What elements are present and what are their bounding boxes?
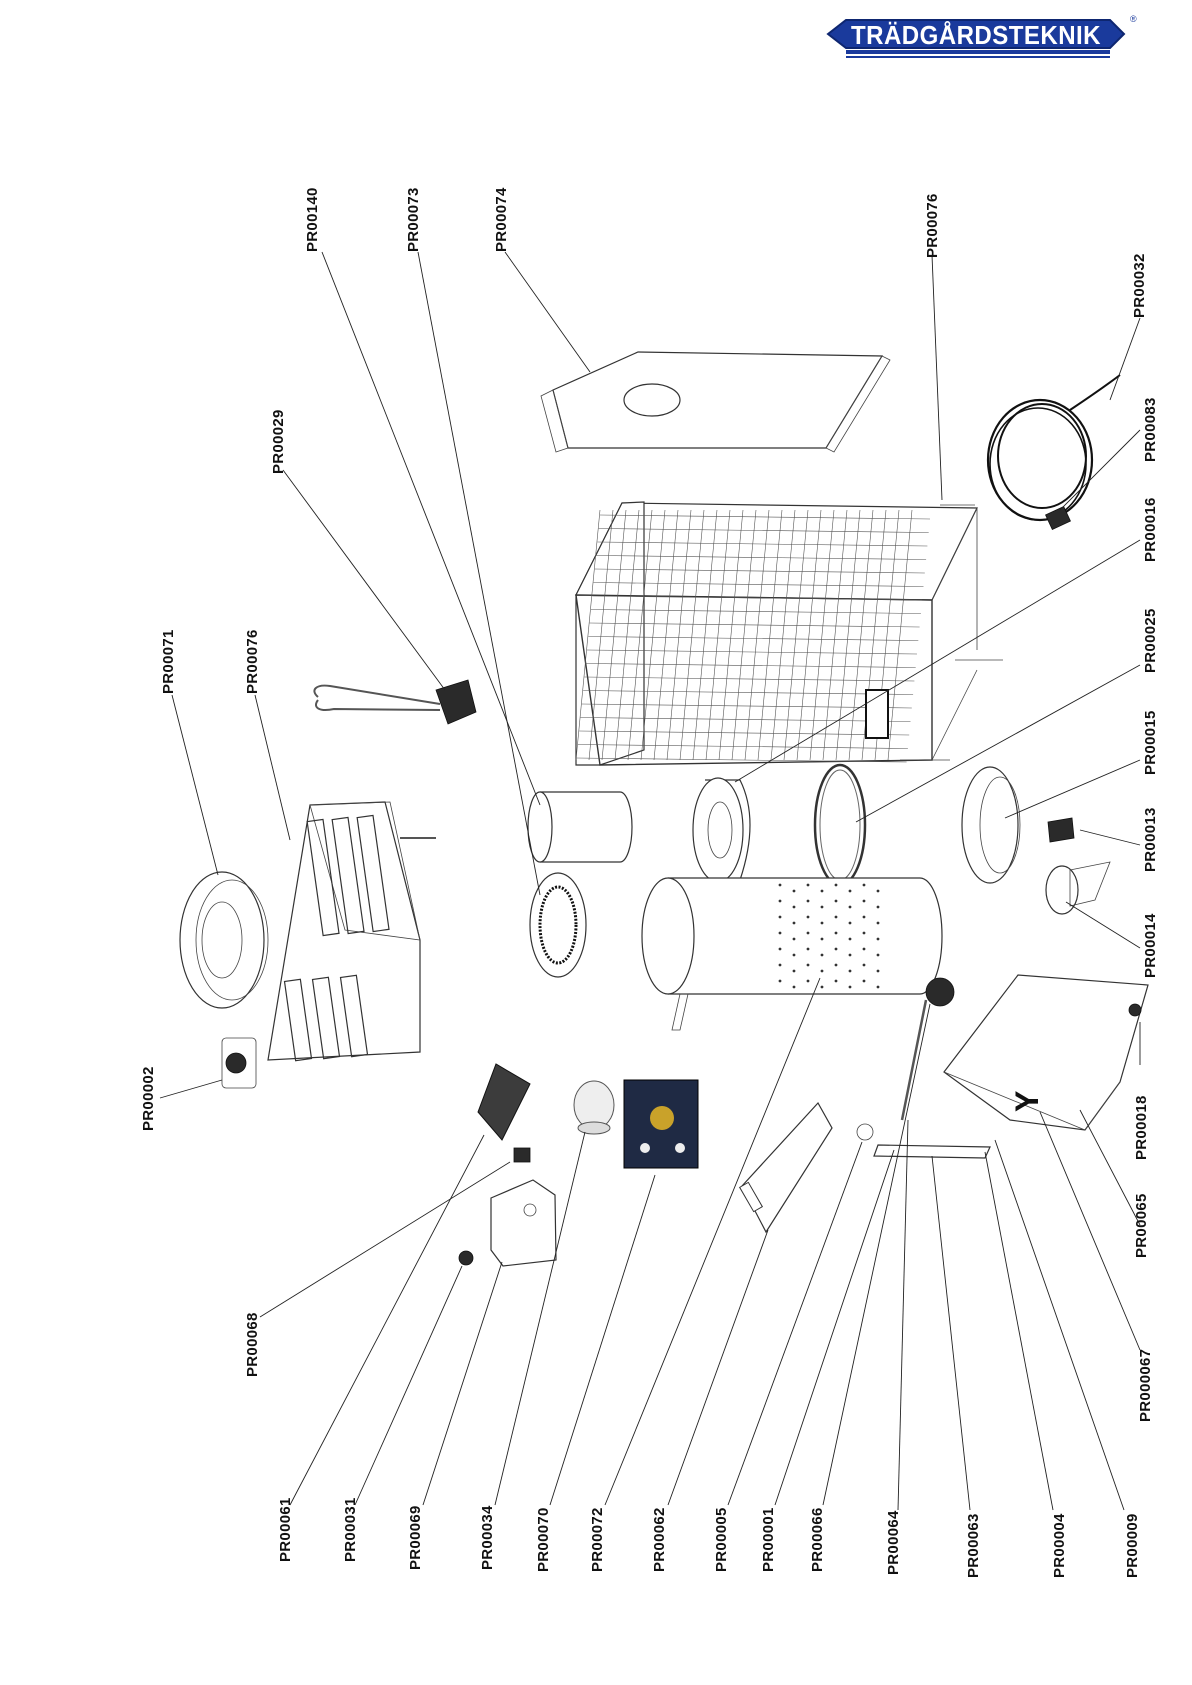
label-pr00068: PR00068 [244, 1312, 261, 1377]
label-pr00063: PR00063 [965, 1513, 982, 1578]
brand-logo: TRÄDGÅRDSTEKNIK ® [828, 14, 1137, 57]
chimney-collar-part [693, 778, 750, 882]
label-pr00140: PR00140 [304, 187, 321, 252]
label-pr00013: PR00013 [1142, 807, 1159, 872]
label-pr00001: PR00001 [760, 1507, 777, 1572]
burner-housing-part [180, 802, 436, 1061]
label-pr00069: PR00069 [407, 1505, 424, 1570]
circuit-board-part [478, 1064, 530, 1140]
label-pr00031: PR00031 [342, 1497, 359, 1562]
label-pr00066: PR00066 [809, 1507, 826, 1572]
label-pr00076-top: PR00076 [924, 193, 941, 258]
burner-rail-part [857, 1124, 990, 1158]
label-pr00004: PR00004 [1051, 1513, 1068, 1578]
label-pr00014: PR00014 [1142, 913, 1159, 978]
top-plate-part [541, 352, 890, 452]
label-pr00016: PR00016 [1142, 497, 1159, 562]
switch-part [514, 1148, 530, 1162]
cable-gland-part [574, 1081, 614, 1134]
tube-sleeve-part [528, 792, 632, 862]
label-pr00061: PR00061 [277, 1497, 294, 1562]
brand-logo-text: TRÄDGÅRDSTEKNIK [851, 20, 1101, 50]
label-pr00029: PR00029 [270, 409, 287, 474]
ring-gasket-part [815, 765, 865, 885]
label-pr000067: PR000067 [1137, 1349, 1154, 1422]
label-pr00015: PR00015 [1142, 710, 1159, 775]
grid-cage-part [576, 502, 1003, 765]
power-cable-part [988, 375, 1120, 529]
label-pr00074: PR00074 [493, 187, 510, 252]
label-pr00070: PR00070 [535, 1507, 552, 1572]
label-pr00025: PR00025 [1142, 608, 1159, 673]
label-pr00076-left: PR00076 [244, 629, 261, 694]
svg-text:Y: Y [1009, 1091, 1045, 1112]
bracket-part [1048, 818, 1074, 842]
control-panel-label-part [624, 1080, 698, 1168]
flange-ring-part [962, 767, 1020, 883]
label-pr00009: PR00009 [1124, 1513, 1141, 1578]
access-door-part [740, 1103, 832, 1232]
label-pr00064: PR00064 [885, 1510, 902, 1575]
gas-valve-box-part: Y [944, 975, 1148, 1130]
label-pr00018: PR00018 [1133, 1095, 1150, 1160]
end-cap-part [1046, 862, 1110, 914]
rake-tool-part [314, 680, 476, 724]
label-pr00034: PR00034 [479, 1505, 496, 1570]
thermostat-part [222, 1038, 256, 1088]
knob-part [459, 1251, 473, 1265]
control-box-part [491, 1180, 556, 1266]
label-pr00065: PR00065 [1133, 1193, 1150, 1258]
registered-mark: ® [1130, 14, 1137, 24]
label-pr00005: PR00005 [713, 1507, 730, 1572]
label-pr00083: PR00083 [1142, 397, 1159, 462]
label-pr00073: PR00073 [405, 187, 422, 252]
label-pr00032: PR00032 [1131, 253, 1148, 318]
label-pr00002: PR00002 [140, 1066, 157, 1131]
label-pr00062: PR00062 [651, 1507, 668, 1572]
label-pr00071: PR00071 [160, 629, 177, 694]
burner-drum-part [642, 878, 942, 1030]
label-pr00072: PR00072 [589, 1507, 606, 1572]
